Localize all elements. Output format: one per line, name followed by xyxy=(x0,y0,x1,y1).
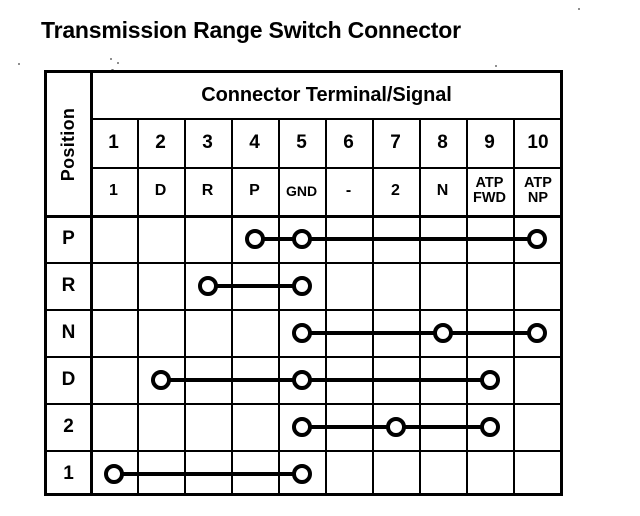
terminal-signal-5: GND xyxy=(285,183,318,199)
row-label-1: 1 xyxy=(63,462,74,484)
terminal-signal-1: 1 xyxy=(109,181,118,199)
connection-node xyxy=(526,228,547,249)
terminal-signal-10-line1: ATP xyxy=(524,175,552,192)
grid-vline-col7 xyxy=(419,118,421,493)
connection-node xyxy=(103,463,124,484)
connection-node xyxy=(432,322,453,343)
grid-vline-col9 xyxy=(513,118,515,493)
table-grid: Position Connector Terminal/Signal 1 2 3… xyxy=(47,73,563,493)
terminal-signal-10: ATP NP xyxy=(513,167,563,215)
scan-speckle xyxy=(117,62,119,64)
row-label-d: D xyxy=(61,368,76,390)
connection-node xyxy=(291,228,312,249)
terminal-signal-9-line2: FWD xyxy=(472,190,506,206)
position-column-header: Position xyxy=(47,73,90,215)
terminal-signal-7: 2 xyxy=(391,181,400,199)
scan-speckle xyxy=(578,8,580,10)
grid-vline-col3 xyxy=(231,118,233,493)
grid-vline-position xyxy=(90,73,93,493)
grid-hline-header-bottom xyxy=(47,215,563,218)
scan-speckle xyxy=(18,63,20,65)
grid-vline-col5 xyxy=(325,118,327,493)
grid-hline-terminal-numbers xyxy=(90,118,563,120)
connection-node xyxy=(385,416,406,437)
row-label-p: P xyxy=(62,227,75,249)
connection-line xyxy=(160,377,490,382)
terminal-number-2: 2 xyxy=(155,131,166,153)
connection-node xyxy=(291,275,312,296)
terminal-signal-10-line2: NP xyxy=(527,190,549,206)
connection-node xyxy=(150,369,171,390)
connection-line xyxy=(254,236,537,241)
connection-node xyxy=(244,228,265,249)
terminal-number-10: 10 xyxy=(527,131,549,153)
grid-vline-col1 xyxy=(137,118,139,493)
terminal-signal-header: Connector Terminal/Signal xyxy=(201,84,452,107)
connection-node xyxy=(479,369,500,390)
connection-node xyxy=(291,369,312,390)
terminal-number-3: 3 xyxy=(202,131,213,153)
connection-node xyxy=(291,322,312,343)
terminal-number-7: 7 xyxy=(390,131,401,153)
connector-table: Position Connector Terminal/Signal 1 2 3… xyxy=(44,70,563,496)
grid-vline-col6 xyxy=(372,118,374,493)
connection-node xyxy=(291,463,312,484)
terminal-number-1: 1 xyxy=(108,131,119,153)
terminal-number-8: 8 xyxy=(437,131,448,153)
terminal-signal-6: - xyxy=(345,181,352,199)
connection-node xyxy=(197,275,218,296)
terminal-number-9: 9 xyxy=(484,131,495,153)
terminal-signal-3: R xyxy=(201,181,214,199)
connection-line xyxy=(207,283,302,288)
grid-hline-row-d xyxy=(47,403,563,405)
row-label-r: R xyxy=(61,274,76,296)
terminal-number-6: 6 xyxy=(343,131,354,153)
scan-speckle xyxy=(110,58,112,60)
connection-line xyxy=(113,471,302,476)
grid-hline-row-p xyxy=(47,262,563,264)
grid-hline-row-n xyxy=(47,356,563,358)
scan-speckle xyxy=(495,65,497,67)
row-label-n: N xyxy=(61,321,76,343)
page-title: Transmission Range Switch Connector xyxy=(41,17,461,43)
connection-node xyxy=(526,322,547,343)
terminal-number-5: 5 xyxy=(296,131,307,153)
connection-node xyxy=(291,416,312,437)
grid-hline-row-2 xyxy=(47,450,563,452)
position-header-text: Position xyxy=(58,107,78,181)
grid-hline-row-r xyxy=(47,309,563,311)
terminal-signal-4: P xyxy=(249,181,260,199)
terminal-signal-9-line1: ATP xyxy=(475,175,504,192)
terminal-signal-8: N xyxy=(436,181,449,199)
grid-hline-terminal-signals xyxy=(90,167,563,169)
row-label-2: 2 xyxy=(63,415,74,437)
grid-vline-col2 xyxy=(184,118,186,493)
terminal-number-4: 4 xyxy=(249,131,260,153)
terminal-signal-9: ATP FWD xyxy=(466,167,513,215)
connection-node xyxy=(479,416,500,437)
grid-vline-col4 xyxy=(278,118,280,493)
grid-vline-col8 xyxy=(466,118,468,493)
terminal-signal-2: D xyxy=(154,181,167,199)
connection-line xyxy=(301,330,537,335)
